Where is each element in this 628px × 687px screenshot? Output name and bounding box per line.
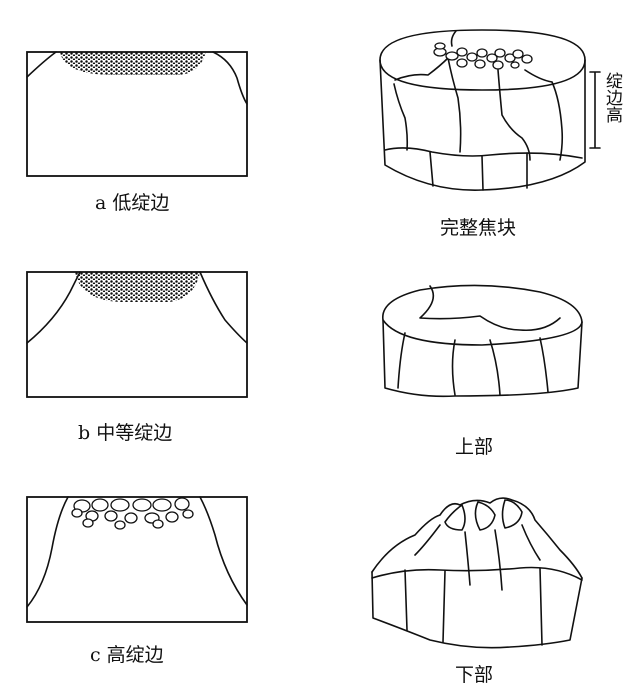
lower-part-outline-bottom xyxy=(371,571,583,649)
medium-edge-left-wall xyxy=(26,271,81,344)
intact-coke-far-crack xyxy=(524,69,564,161)
edge-height-bracket xyxy=(589,71,601,149)
medium-edge-dotted-region xyxy=(75,272,200,302)
intact-coke-top-cracks xyxy=(394,30,457,81)
label-edge-height: 绽边高 xyxy=(602,72,622,123)
intact-coke-right-crack xyxy=(497,69,531,161)
high-edge-bubbles xyxy=(71,497,194,530)
lower-part-horizontal-crack xyxy=(371,566,583,581)
upper-part-top xyxy=(382,284,583,346)
label-high-edge: c 高绽边 xyxy=(90,644,164,666)
lower-part-coke xyxy=(371,497,583,649)
lower-part-outline-top xyxy=(371,497,583,579)
high-edge-left-wall xyxy=(26,496,69,608)
intact-coke-horizontal-crack xyxy=(384,147,583,159)
upper-part-coke xyxy=(382,284,583,398)
label-lower-part: 下部 xyxy=(455,664,494,686)
intact-coke-left-crack xyxy=(393,83,409,151)
upper-part-top-cracks xyxy=(419,285,561,332)
upper-part-body xyxy=(382,319,583,398)
low-edge-dotted-region xyxy=(60,52,206,75)
intact-coke-mid-crack xyxy=(447,57,462,153)
label-medium-edge: b 中等绽边 xyxy=(78,422,173,444)
intact-coke-bubbles xyxy=(433,42,533,70)
lower-part-lower-cracks xyxy=(404,567,543,646)
lower-part-top-bubbles xyxy=(444,499,523,531)
label-intact-coke: 完整焦块 xyxy=(440,217,517,239)
high-edge-right-wall xyxy=(199,496,248,606)
intact-coke-lower-cracks xyxy=(429,151,528,191)
high-edge-box xyxy=(26,496,248,623)
label-low-edge: a 低绽边 xyxy=(95,192,170,214)
low-edge-left-wall xyxy=(26,51,57,78)
intact-coke-cylinder xyxy=(379,29,601,191)
low-edge-right-wall xyxy=(212,51,248,105)
low-edge-box xyxy=(26,51,248,177)
medium-edge-right-wall xyxy=(199,271,248,344)
label-upper-part: 上部 xyxy=(455,436,494,458)
lower-part-surface-cracks xyxy=(414,524,541,591)
intact-coke-body xyxy=(379,59,586,191)
upper-part-vertical-cracks xyxy=(397,332,549,396)
medium-edge-box xyxy=(26,271,248,398)
